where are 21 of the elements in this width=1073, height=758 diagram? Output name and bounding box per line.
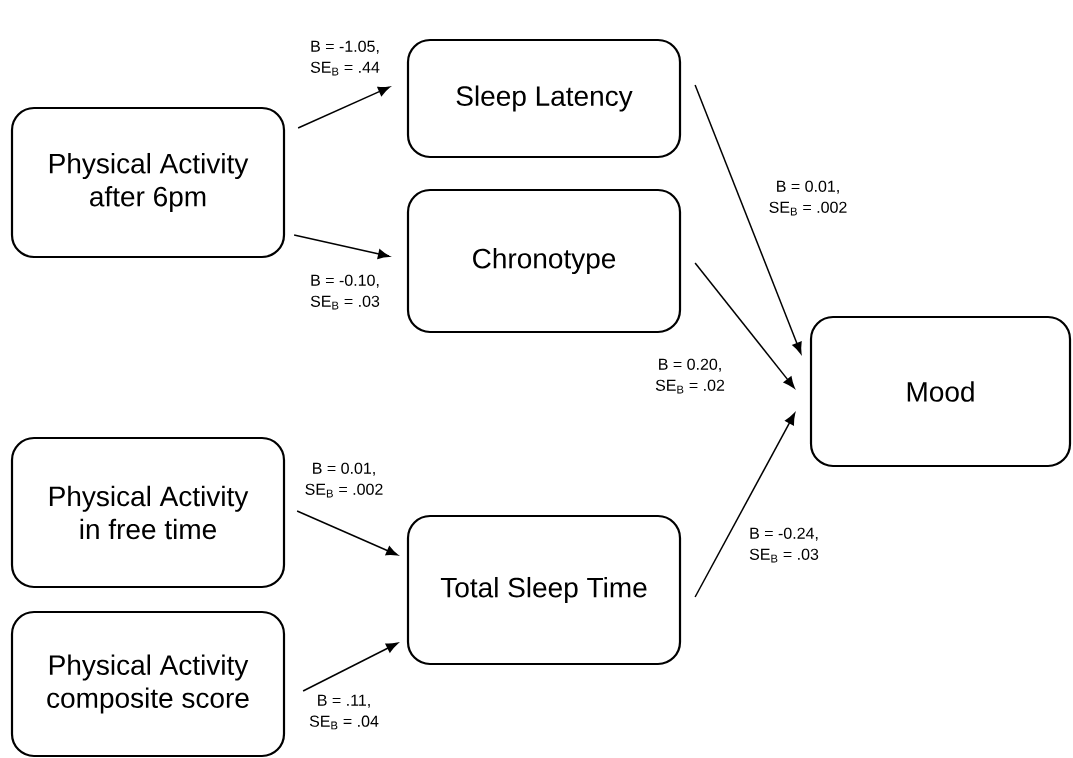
edge-label: B = -1.05, SE$_{B}$ = .44: [300, 40, 390, 76]
arrow: [302, 642, 398, 692]
edge-label: B = 0.01, SE$_{B}$ = .002: [299, 462, 389, 498]
arrow: [694, 84, 802, 354]
edge-label: B = 0.01, SE$_{B}$ = .002: [763, 180, 853, 216]
variable-box: Physical Activity after 6pm: [10, 106, 286, 259]
edge-label: B = 0.20, SE$_{B}$ = .02: [645, 358, 735, 394]
variable-box: Sleep Latency: [406, 38, 682, 159]
edge-label: B = -0.24, SE$_{B}$ = .03: [739, 527, 829, 563]
arrow: [297, 86, 390, 129]
arrow: [694, 262, 795, 389]
variable-box: Physical Activity in free time: [10, 436, 286, 589]
variable-box: Physical Activity composite score: [10, 610, 286, 758]
arrow: [293, 234, 390, 259]
variable-box: Mood: [809, 315, 1072, 468]
edge-label: B = -0.10, SE$_{B}$ = .03: [300, 274, 390, 310]
variable-box: Total Sleep Time: [406, 514, 682, 666]
arrow: [694, 412, 796, 598]
variable-box: Chronotype: [406, 188, 682, 334]
arrow: [296, 510, 398, 556]
edge-label: B = .11, SE$_{B}$ = .04: [304, 694, 384, 730]
